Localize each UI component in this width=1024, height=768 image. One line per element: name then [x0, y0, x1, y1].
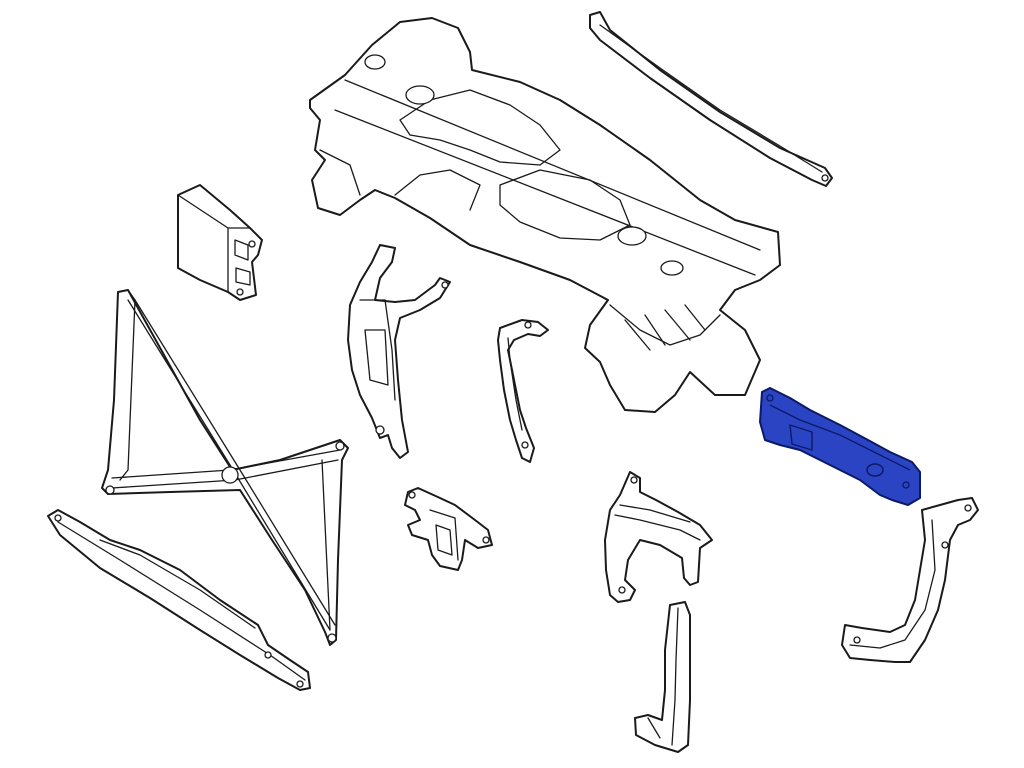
right-l-support [841, 497, 979, 663]
upper-tie-bar [589, 11, 833, 187]
center-support-rod [497, 319, 549, 463]
lower-rail [47, 509, 311, 691]
control-module [177, 184, 263, 301]
x-brace-frame [101, 289, 349, 646]
center-bracket [604, 471, 713, 603]
vertical-support [634, 601, 691, 753]
right-side-bracket [759, 387, 921, 506]
small-mount-bracket [404, 487, 493, 571]
dash-panel-carrier [309, 17, 781, 413]
right-side-bracket-body [759, 387, 921, 506]
left-bracket [347, 244, 451, 459]
